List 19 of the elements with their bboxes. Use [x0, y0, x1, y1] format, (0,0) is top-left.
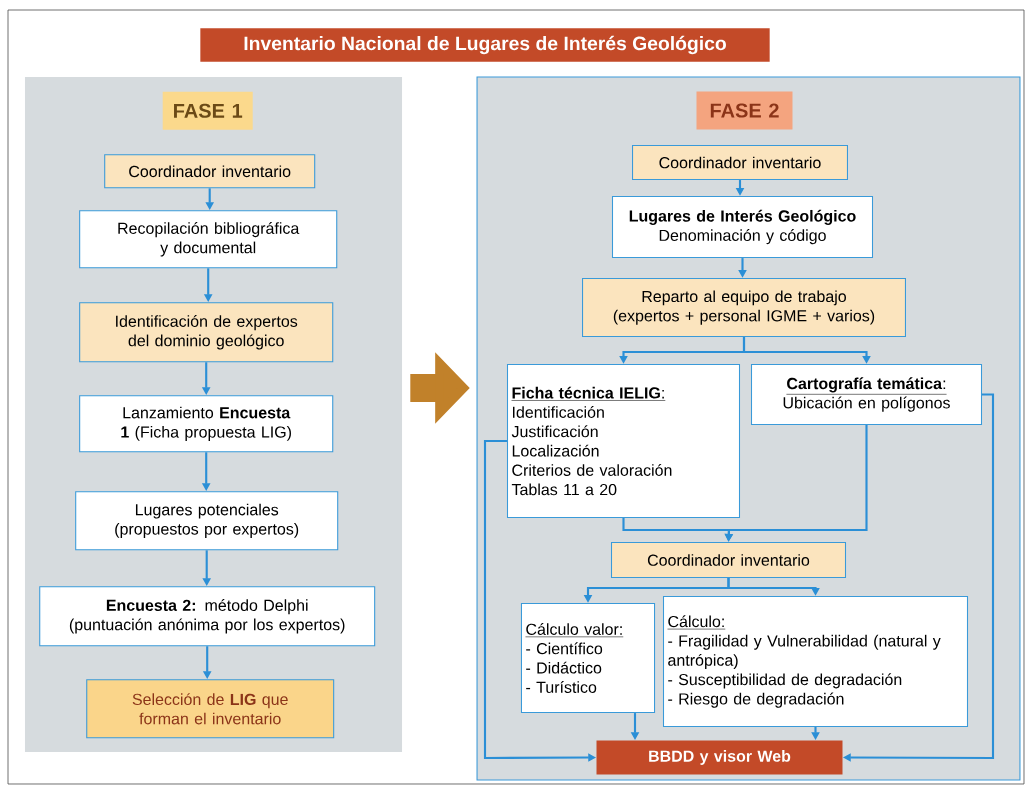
title-banner: Inventario Nacional de Lugares de Interés Geológico	[200, 28, 770, 62]
process-box: Ficha técnica IELIG: Identificación Justificación Localización Criterios de valoración Tablas 11 a 20	[506, 363, 741, 519]
process-box: Lugares de Interés Geológico Denominación y código	[611, 195, 874, 259]
process-box: Cálculo: - Fragilidad y Vulnerabilidad (natural y antrópica) - Susceptibilidad de degradación - Riesgo de degradación	[662, 595, 969, 728]
result-box: Selección de LIG que forman el inventario	[86, 679, 335, 739]
process-box: Identificación de expertos del dominio geológico	[79, 302, 334, 363]
process-box: Recopilación bibliográfica y documental	[79, 210, 338, 269]
phase-label: FASE 1	[162, 91, 253, 130]
process-box: Lanzamiento Encuesta 1 (Ficha propuesta LIG)	[79, 395, 334, 453]
process-box: Reparto al equipo de trabajo (expertos + personal IGME + varios)	[582, 277, 906, 338]
process-box: Encuesta 2: método Delphi (puntuación anónima por los expertos)	[39, 586, 376, 647]
process-box: Cálculo valor: - Científico - Didáctico - Turístico	[520, 602, 656, 714]
phase-label: FASE 2	[696, 91, 793, 130]
process-box: Coordinador inventario	[104, 154, 316, 189]
process-box: Cartografía temática: Ubicación en polígonos	[750, 363, 983, 426]
process-box: Coordinador inventario	[632, 144, 848, 181]
process-box: Coordinador inventario	[610, 542, 847, 578]
process-box: Lugares potenciales (propuestos por expertos)	[75, 491, 339, 551]
database-box: BBDD y visor Web	[596, 740, 843, 775]
